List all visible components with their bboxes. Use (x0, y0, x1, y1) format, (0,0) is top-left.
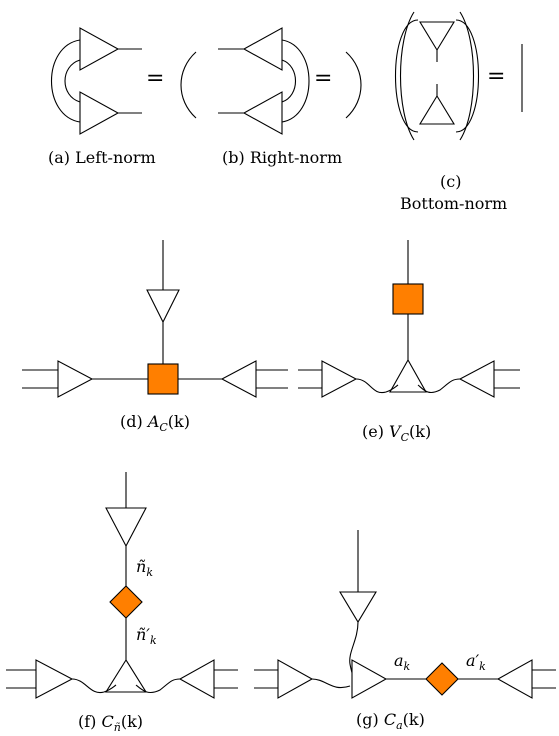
vc-tensor (392, 283, 424, 315)
left-environment-triangle (277, 659, 314, 699)
caption-f-arg: (k) (120, 712, 144, 731)
label-n-k: ñk (136, 557, 153, 579)
caption-d-arg: (k) (167, 412, 190, 431)
left-environment-triangle (35, 659, 74, 699)
caption-g-sub: a (396, 719, 403, 732)
label-a-k-sub: k (403, 660, 411, 673)
equals-sign-c: = (487, 64, 506, 89)
caption-c-line2: Bottom-norm (400, 194, 508, 213)
bottom-triangle (79, 91, 120, 135)
center-triangle (351, 659, 388, 699)
caption-g: (g) Ca(k) (356, 710, 425, 732)
top-triangle (339, 591, 377, 624)
center-triangle (105, 658, 147, 693)
left-wavy-bond (311, 678, 351, 688)
label-a-prime-k: a′k (466, 651, 486, 673)
caption-d-sub: C (159, 421, 168, 434)
panel-a-left-norm (51, 27, 142, 135)
left-environment-triangle (321, 360, 358, 398)
label-n-k-sub: k (146, 566, 153, 579)
left-identity-bracket (180, 51, 197, 119)
right-wavy-bond (135, 678, 181, 694)
caption-f-prefix: (f) (78, 712, 102, 731)
label-n-prime-k-main: ñ′ (136, 625, 150, 644)
equals-sign-a: = (146, 66, 165, 91)
inner-contraction-arc (281, 59, 296, 103)
caption-e-sub: C (400, 431, 410, 444)
bottom-triangle (242, 91, 283, 135)
left-environment-triangle (57, 360, 94, 398)
caption-e-symbol: V (389, 422, 401, 441)
panel-d (22, 240, 288, 398)
left-wavy-bond (355, 378, 399, 394)
label-n-k-main: ñ (136, 557, 147, 576)
top-triangle (105, 507, 147, 548)
panel-b-right-norm (180, 27, 362, 135)
caption-d-prefix: (d) (120, 412, 148, 431)
right-identity-bracket (345, 51, 362, 119)
right-environment-triangle (458, 360, 495, 398)
right-environment-triangle (220, 360, 257, 398)
right-environment-triangle (496, 659, 533, 699)
top-triangle (242, 27, 283, 71)
right-wavy-bond (417, 378, 461, 394)
label-a-k-main: a (394, 651, 404, 670)
top-triangle (146, 289, 180, 324)
top-triangle (79, 27, 120, 71)
ca-diamond-tensor (425, 662, 459, 696)
caption-c-line1: (c) (440, 172, 462, 191)
caption-g-symbol: C (383, 710, 397, 729)
panel-g (254, 530, 556, 699)
caption-g-prefix: (g) (356, 710, 384, 729)
caption-f: (f) Cñ(k) (78, 712, 143, 734)
caption-a: (a) Left-norm (48, 148, 156, 167)
caption-d-symbol: A (147, 412, 160, 431)
label-n-prime-k: ñ′k (136, 625, 157, 647)
right-parenthesis (459, 11, 475, 141)
cn-diamond-tensor (109, 585, 143, 619)
equals-sign-b: = (314, 66, 333, 91)
top-triangle (419, 21, 455, 52)
label-a-k: ak (394, 651, 410, 673)
caption-b: (b) Right-norm (222, 148, 343, 167)
panel-f (6, 472, 238, 699)
caption-g-arg: (k) (402, 710, 425, 729)
caption-e-arg: (k) (409, 422, 432, 441)
outer-contraction-arc (51, 39, 81, 123)
inner-contraction-arc (64, 59, 81, 103)
left-parenthesis (399, 11, 415, 141)
caption-d: (d) AC(k) (120, 412, 190, 434)
label-a-prime-k-main: a′ (466, 651, 480, 670)
outer-contraction-arc (281, 39, 310, 123)
panel-e (298, 240, 520, 398)
center-triangle (389, 358, 427, 393)
ac-tensor (147, 363, 179, 395)
bottom-triangle (419, 94, 455, 125)
label-n-prime-k-sub: k (149, 634, 157, 647)
panel-c-bottom-norm (394, 11, 523, 141)
label-a-prime-k-sub: k (479, 660, 486, 673)
left-wavy-bond (71, 678, 117, 694)
outer-loop (394, 19, 480, 133)
right-environment-triangle (178, 659, 215, 699)
caption-f-symbol: C (101, 712, 114, 731)
caption-f-sub: ñ (113, 721, 121, 734)
caption-e: (e) VC(k) (362, 422, 431, 444)
caption-e-prefix: (e) (362, 422, 390, 441)
